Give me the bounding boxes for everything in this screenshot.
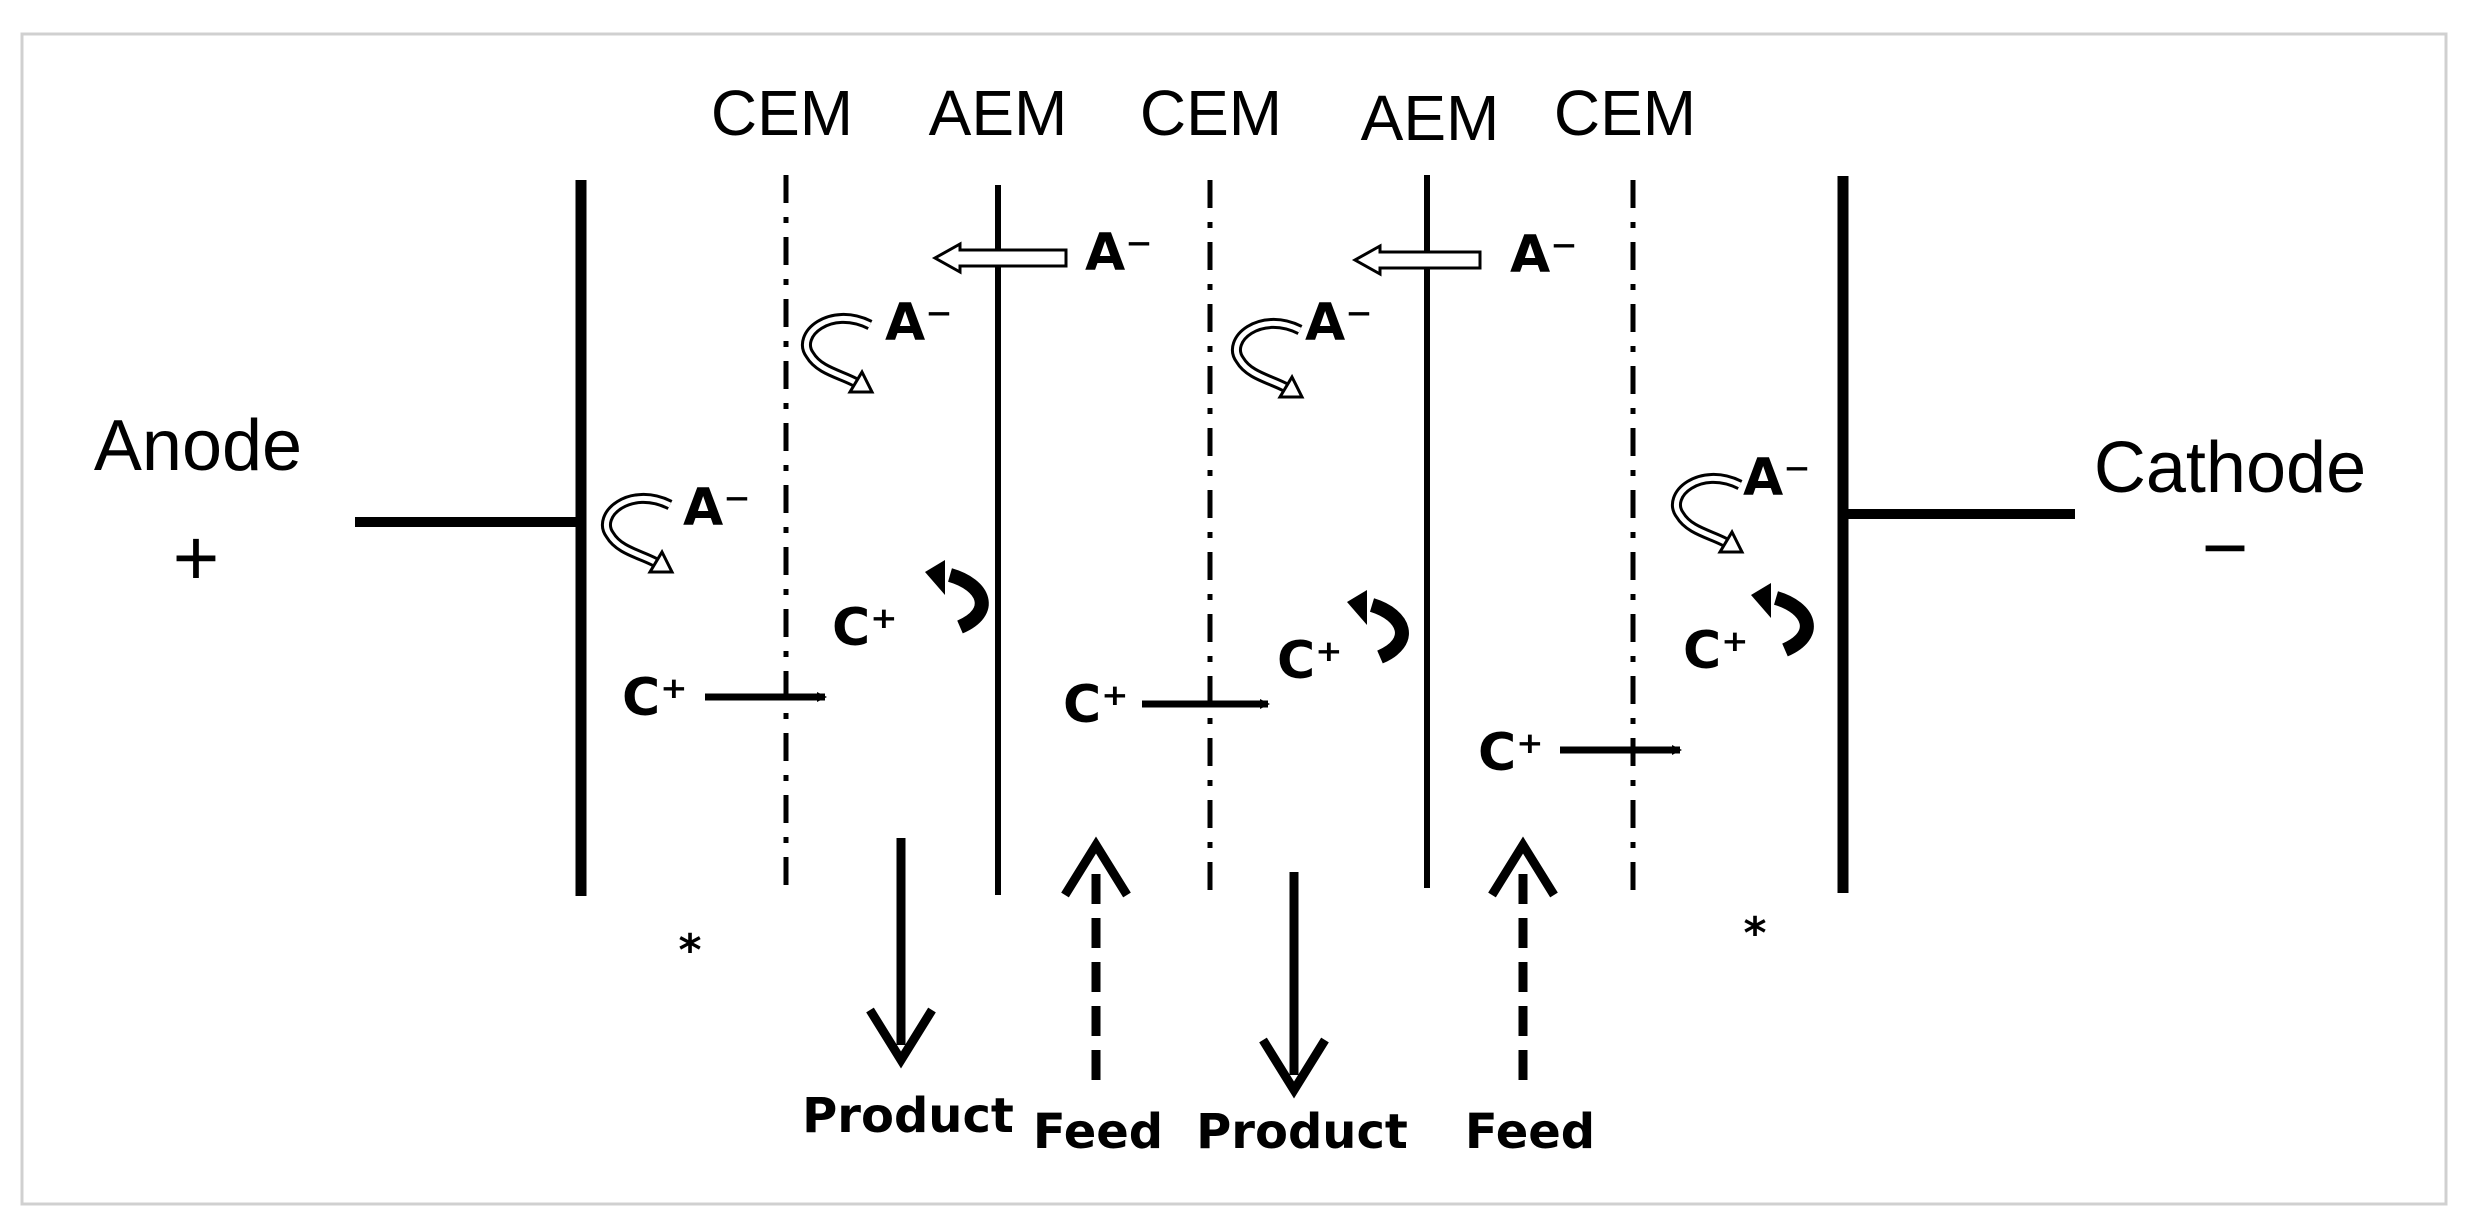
product-label-2: Product (1196, 1104, 1408, 1160)
anion-rejected-arrow-cem-1 (801, 313, 875, 394)
cation-rejected-arrow-aem-2 (1347, 590, 1409, 664)
membrane-label-cem-3: CEM (1554, 77, 1696, 149)
cation-label-cathode: C⁺ (1683, 621, 1749, 681)
anion-rejected-arrow-anode (601, 493, 675, 574)
anion-label-cem-1: A⁻ (885, 293, 953, 353)
anion-hollow-arrow-aem-2 (1351, 243, 1482, 277)
membrane-label-aem-2: AEM (1361, 82, 1500, 154)
asterisk-marker-cathode: * (1743, 908, 1766, 959)
membrane-label-aem-1: AEM (929, 77, 1068, 149)
cathode-label: Cathode (2094, 428, 2366, 508)
anion-label-cem-2: A⁻ (1305, 293, 1373, 353)
anion-label-anode: A⁻ (683, 478, 751, 538)
membrane-label-cem-2: CEM (1140, 77, 1282, 149)
product-arrow-1 (866, 838, 936, 1069)
feed-label-2: Feed (1465, 1104, 1595, 1160)
anode-label: Anode (94, 406, 302, 486)
cation-label-cem-2: C⁺ (1063, 675, 1129, 735)
cation-rejected-arrow-cathode (1751, 583, 1814, 657)
cation-rejected-arrow-aem-1 (925, 560, 989, 634)
diagram-frame (20, 32, 2448, 1206)
membrane-label-cem-1: CEM (711, 77, 853, 149)
cation-label-cem-3: C⁺ (1478, 723, 1544, 783)
product-arrow-2 (1259, 872, 1329, 1099)
cation-label-aem-1: C⁺ (832, 598, 898, 658)
cathode-sign: − (2202, 503, 2249, 592)
cation-label-cem-1: C⁺ (622, 668, 688, 728)
asterisk-marker-anode: * (678, 925, 701, 976)
feed-arrow-2 (1488, 836, 1558, 1080)
cathode-electrode (1837, 176, 2075, 893)
cation-label-aem-2: C⁺ (1277, 631, 1343, 691)
anion-rejected-arrow-cem-2 (1231, 318, 1305, 399)
product-label-1: Product (802, 1088, 1014, 1144)
anion-rejected-arrow-cathode (1671, 473, 1745, 554)
anion-hollow-arrow-aem-1 (931, 241, 1068, 275)
feed-label-1: Feed (1033, 1104, 1163, 1160)
feed-arrow-1 (1061, 836, 1131, 1080)
anode-electrode (355, 180, 587, 896)
anode-sign: + (173, 513, 220, 602)
anion-label-aem-1: A⁻ (1085, 223, 1153, 283)
anion-label-cathode: A⁻ (1743, 448, 1811, 508)
anion-label-aem-2: A⁻ (1510, 225, 1578, 285)
